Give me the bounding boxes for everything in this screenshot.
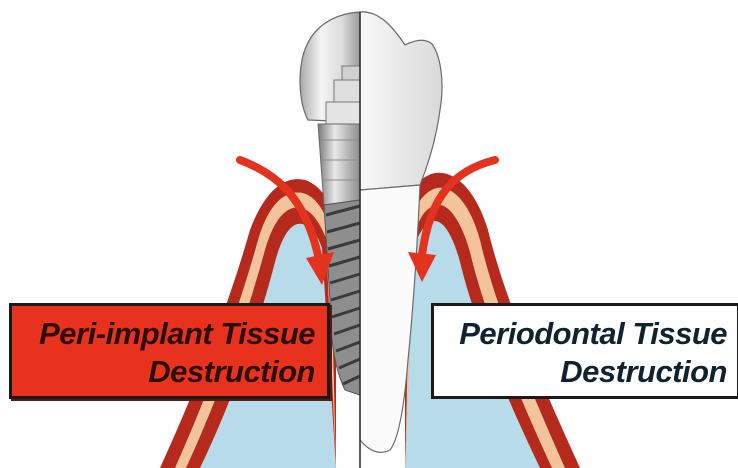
peri-implant-label-box: Peri-implant Tissue Destruction	[9, 303, 330, 399]
periodontal-label-line1: Periodontal Tissue	[434, 315, 727, 353]
periodontal-label-line2: Destruction	[434, 353, 727, 391]
abutment-1	[342, 66, 360, 80]
periodontal-label-box: Periodontal Tissue Destruction	[431, 303, 738, 399]
peri-implant-label-line2: Destruction	[12, 353, 315, 391]
abutment-2	[334, 80, 360, 102]
implant-collar	[318, 124, 360, 205]
abutment-3	[326, 102, 360, 124]
peri-implant-label-line1: Peri-implant Tissue	[12, 315, 315, 353]
tooth-crown	[360, 12, 442, 190]
